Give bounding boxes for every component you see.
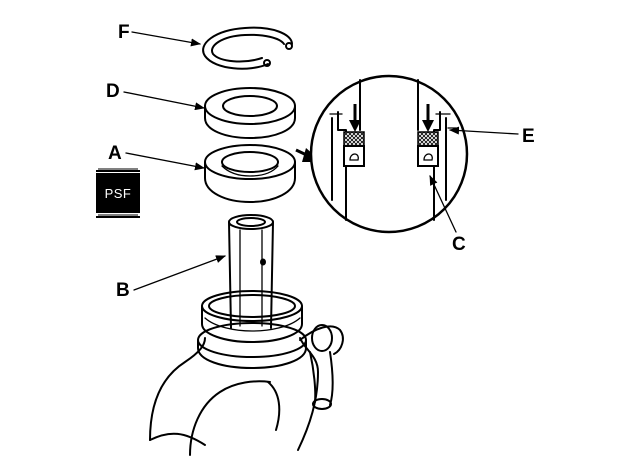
- leader-b: [133, 255, 226, 291]
- callout-f: F: [118, 22, 130, 43]
- callout-e: E: [522, 126, 535, 147]
- callout-c: C: [452, 234, 466, 255]
- snap-ring-f: [202, 26, 293, 70]
- badge-label: PSF: [105, 186, 132, 201]
- detail-inset: [295, 74, 469, 234]
- pinion-shaft: [228, 214, 274, 329]
- leader-e: [449, 126, 519, 135]
- washer-d: [204, 87, 296, 139]
- callout-d: D: [106, 81, 120, 102]
- leader-a: [125, 152, 205, 171]
- leader-d: [123, 91, 205, 111]
- callout-b: B: [116, 280, 130, 301]
- leader-lines: [123, 31, 519, 291]
- oil-seal-a: [204, 144, 296, 203]
- callout-labels: F D A B C E: [106, 22, 535, 301]
- leader-f: [131, 31, 201, 47]
- leader-c: [429, 175, 457, 233]
- callout-a: A: [108, 143, 122, 164]
- gearbox-housing: [149, 290, 344, 456]
- psf-badge: PSF: [96, 168, 140, 218]
